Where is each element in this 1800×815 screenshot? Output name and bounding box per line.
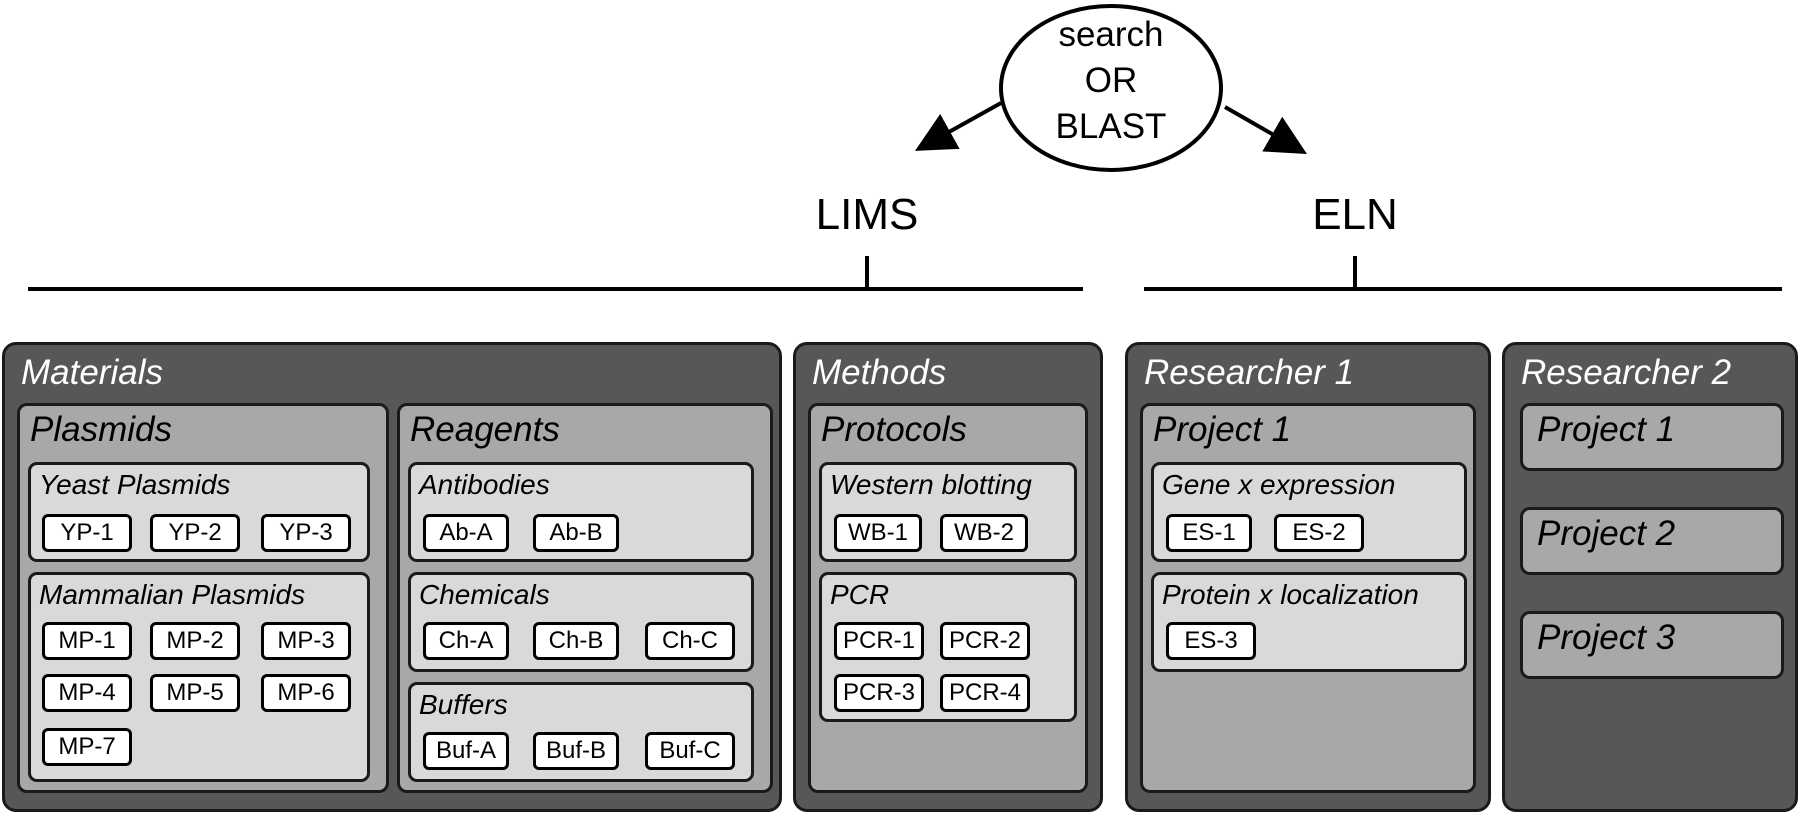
item-buf-a[interactable]: Buf-A — [423, 732, 509, 770]
mammalian-plasmids-box: Mammalian Plasmids MP-1 MP-2 MP-3 MP-4 M… — [28, 572, 370, 782]
item-ab-b[interactable]: Ab-B — [533, 514, 619, 552]
buffers-box: Buffers Buf-A Buf-B Buf-C — [408, 682, 754, 782]
item-wb-1[interactable]: WB-1 — [834, 514, 922, 552]
yeast-plasmids-title: Yeast Plasmids — [39, 469, 231, 500]
reagents-title: Reagents — [410, 410, 560, 449]
blast-label: BLAST — [1055, 107, 1167, 146]
researcher-1-panel: Researcher 1 Project 1 Gene x expression… — [1125, 342, 1491, 812]
protocols-box: Protocols Western blotting WB-1 WB-2 PCR… — [808, 403, 1088, 793]
plasmids-box: Plasmids Yeast Plasmids YP-1 YP-2 YP-3 M… — [17, 403, 389, 793]
antibodies-title: Antibodies — [419, 469, 550, 500]
chemicals-title: Chemicals — [419, 579, 550, 610]
item-ab-a[interactable]: Ab-A — [423, 514, 509, 552]
search-ellipse — [999, 4, 1223, 172]
gene-expression-box: Gene x expression ES-1 ES-2 — [1151, 462, 1467, 562]
item-ch-b[interactable]: Ch-B — [533, 622, 619, 660]
item-mp-1[interactable]: MP-1 — [42, 622, 132, 660]
project-label: Project 3 — [1537, 618, 1676, 657]
materials-panel: Materials Plasmids Yeast Plasmids YP-1 Y… — [2, 342, 782, 812]
project-1-title: Project 1 — [1153, 410, 1292, 449]
western-blotting-box: Western blotting WB-1 WB-2 — [819, 462, 1077, 562]
item-mp-6[interactable]: MP-6 — [261, 674, 351, 712]
researcher-1-title: Researcher 1 — [1144, 353, 1355, 392]
researcher-2-panel: Researcher 2 Project 1 Project 2 Project… — [1502, 342, 1798, 812]
plasmids-title: Plasmids — [30, 410, 172, 449]
mammalian-plasmids-title: Mammalian Plasmids — [39, 579, 306, 610]
or-label: OR — [1084, 61, 1138, 100]
item-ch-c[interactable]: Ch-C — [645, 622, 735, 660]
item-es-3[interactable]: ES-3 — [1166, 622, 1256, 660]
item-es-1[interactable]: ES-1 — [1166, 514, 1252, 552]
chemicals-box: Chemicals Ch-A Ch-B Ch-C — [408, 572, 754, 672]
protein-localization-box: Protein x localization ES-3 — [1151, 572, 1467, 672]
project-label: Project 2 — [1537, 514, 1676, 553]
item-buf-b[interactable]: Buf-B — [533, 732, 619, 770]
materials-title: Materials — [21, 353, 163, 392]
yeast-plasmids-box: Yeast Plasmids YP-1 YP-2 YP-3 — [28, 462, 370, 562]
search-node: search OR BLAST — [1011, 12, 1211, 150]
item-mp-3[interactable]: MP-3 — [261, 622, 351, 660]
reagents-box: Reagents Antibodies Ab-A Ab-B Chemicals … — [397, 403, 773, 793]
antibodies-box: Antibodies Ab-A Ab-B — [408, 462, 754, 562]
methods-title: Methods — [812, 353, 947, 392]
protein-localization-title: Protein x localization — [1162, 579, 1419, 610]
eln-label: ELN — [1312, 190, 1398, 239]
item-pcr-3[interactable]: PCR-3 — [834, 674, 924, 712]
item-mp-5[interactable]: MP-5 — [150, 674, 240, 712]
researcher-2-project-3[interactable]: Project 3 — [1520, 611, 1784, 679]
item-mp-2[interactable]: MP-2 — [150, 622, 240, 660]
item-mp-7[interactable]: MP-7 — [42, 728, 132, 766]
western-blotting-title: Western blotting — [830, 469, 1032, 500]
researcher-2-project-1[interactable]: Project 1 — [1520, 403, 1784, 471]
researcher-2-project-2[interactable]: Project 2 — [1520, 507, 1784, 575]
item-wb-2[interactable]: WB-2 — [940, 514, 1028, 552]
item-pcr-4[interactable]: PCR-4 — [940, 674, 1030, 712]
search-label: search — [1058, 15, 1164, 54]
item-ch-a[interactable]: Ch-A — [423, 622, 509, 660]
item-pcr-2[interactable]: PCR-2 — [940, 622, 1030, 660]
project-label: Project 1 — [1537, 410, 1676, 449]
item-yp-2[interactable]: YP-2 — [150, 514, 240, 552]
item-yp-1[interactable]: YP-1 — [42, 514, 132, 552]
protocols-title: Protocols — [821, 410, 967, 449]
item-mp-4[interactable]: MP-4 — [42, 674, 132, 712]
item-buf-c[interactable]: Buf-C — [645, 732, 735, 770]
arrow-to-eln — [1224, 105, 1307, 154]
gene-expression-title: Gene x expression — [1162, 469, 1396, 500]
pcr-box: PCR PCR-1 PCR-2 PCR-3 PCR-4 — [819, 572, 1077, 722]
lims-label: LIMS — [815, 190, 919, 239]
pcr-title: PCR — [830, 579, 890, 610]
item-yp-3[interactable]: YP-3 — [261, 514, 351, 552]
arrow-to-lims — [915, 101, 1002, 151]
buffers-title: Buffers — [419, 689, 508, 720]
researcher-2-title: Researcher 2 — [1521, 353, 1732, 392]
item-pcr-1[interactable]: PCR-1 — [834, 622, 924, 660]
item-es-2[interactable]: ES-2 — [1274, 514, 1364, 552]
methods-panel: Methods Protocols Western blotting WB-1 … — [793, 342, 1103, 812]
project-1-box: Project 1 Gene x expression ES-1 ES-2 Pr… — [1140, 403, 1476, 793]
